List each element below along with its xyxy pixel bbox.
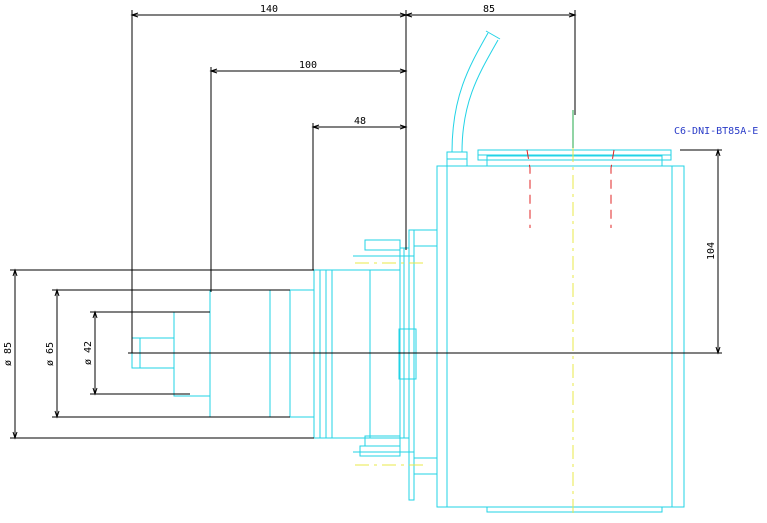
lower-bracket [413,457,438,475]
dim-140: 140 [260,4,278,15]
centerlines [355,148,574,515]
sensor-block [398,328,417,380]
hidden-lines [526,149,615,228]
flange-body [313,269,401,439]
dim-104: 104 [706,242,717,260]
upper-bracket [413,229,438,247]
dim-dia-65: ø 65 [45,342,56,366]
part-outline [131,30,685,513]
dim-dia-42: ø 42 [83,341,94,365]
dim-85-top: 85 [483,4,495,15]
shaft-tip [173,311,211,397]
bottom-foot [486,506,663,513]
dimension-lines [10,10,722,440]
dim-100: 100 [299,60,317,71]
dim-dia-85: ø 85 [3,342,14,366]
cable [451,32,489,153]
dim-48: 48 [354,116,366,127]
part-label: C6-DNI-BT85A-E [674,126,758,137]
cylinder-body [436,165,685,508]
